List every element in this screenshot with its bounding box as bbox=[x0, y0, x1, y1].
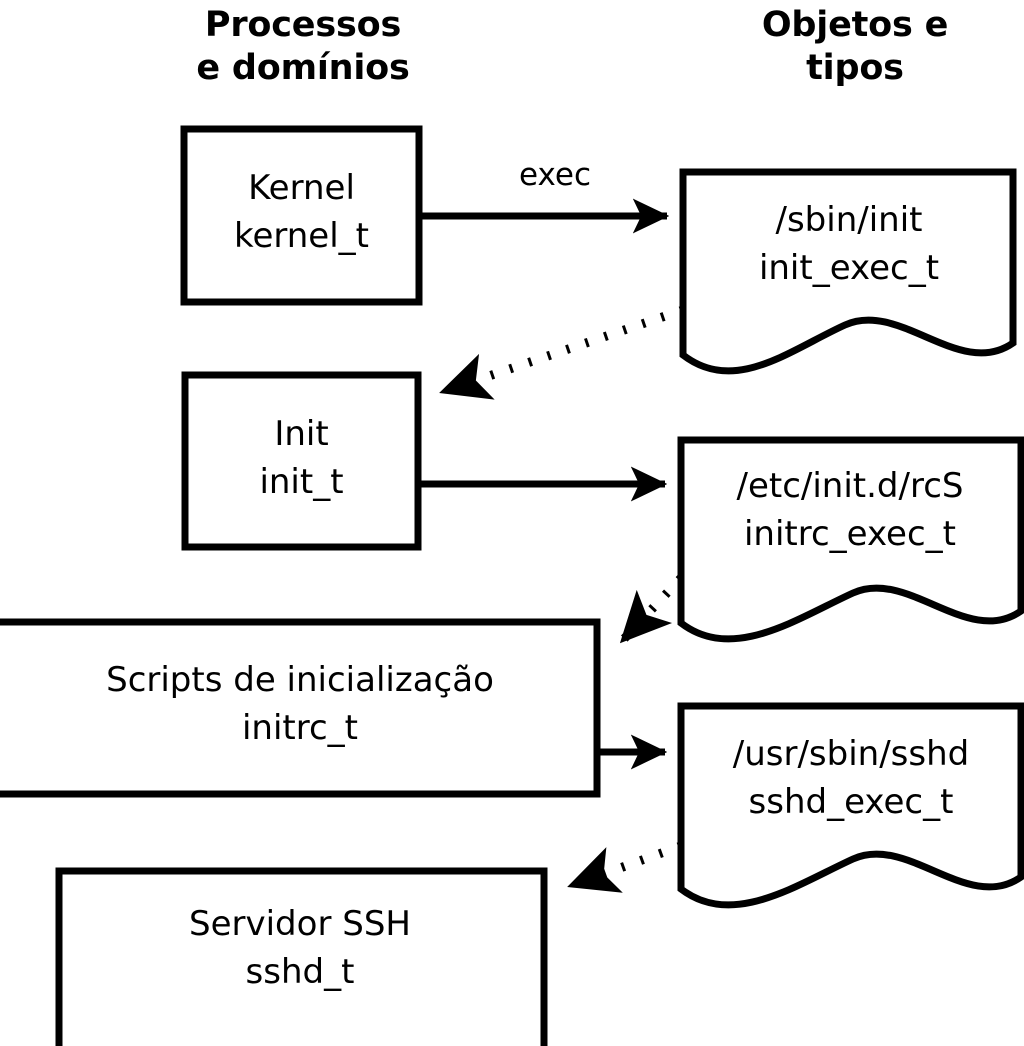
process-node-kernel bbox=[180, 125, 423, 306]
process-node-initrc bbox=[0, 618, 601, 798]
process-node-init bbox=[181, 371, 422, 551]
edge-sshdexec-to-sshd bbox=[567, 841, 683, 893]
process-node-sshd bbox=[55, 867, 548, 1046]
column-header-objects: Objetos e tipos bbox=[761, 5, 949, 88]
edge-initexec-to-init bbox=[439, 305, 685, 400]
object-node-initexec bbox=[679, 168, 1017, 375]
edge-initrcexec-to-initrc bbox=[618, 574, 685, 645]
edge-label-exec: exec bbox=[518, 157, 592, 193]
object-node-initrcexec bbox=[677, 436, 1024, 643]
column-header-processes: Processos e domínios bbox=[196, 5, 410, 88]
object-node-sshdexec bbox=[677, 702, 1024, 909]
